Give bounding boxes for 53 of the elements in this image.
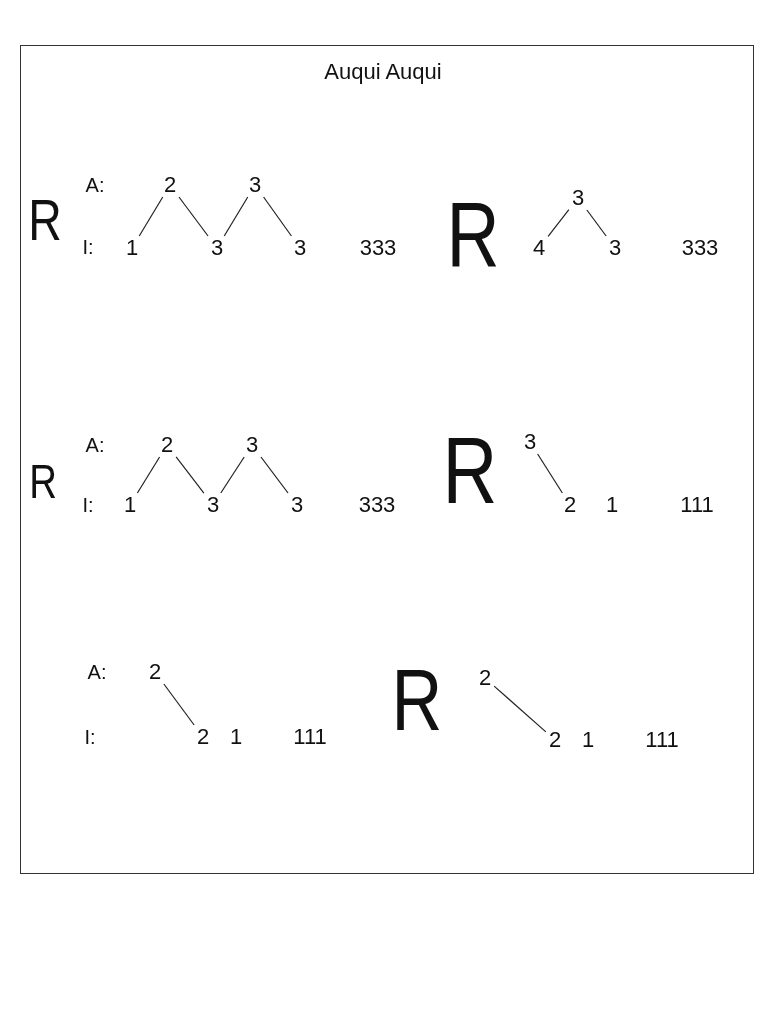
- tone-number: 2: [563, 494, 577, 516]
- association-line: [493, 685, 547, 733]
- row-marker-letter: R: [442, 422, 498, 518]
- tier-label: I:: [84, 727, 96, 747]
- tier-label: 1: [229, 726, 243, 748]
- row-marker-letter: R: [391, 656, 443, 744]
- tone-number: 3: [210, 237, 224, 259]
- tone-number: 3: [571, 187, 585, 209]
- tier-label: I:: [82, 495, 94, 515]
- association-line: [223, 196, 249, 237]
- tone-number: 3: [248, 174, 262, 196]
- tier-label: A:: [87, 662, 107, 682]
- row-marker-letter: R: [29, 458, 57, 506]
- tone-number: 3: [206, 494, 220, 516]
- diagram-title: Auqui Auqui: [324, 59, 442, 85]
- tier-label: 111: [645, 729, 679, 751]
- tone-number: 3: [523, 431, 537, 453]
- tone-number: 3: [245, 434, 259, 456]
- tone-number: 2: [196, 726, 210, 748]
- association-line: [163, 683, 195, 726]
- tier-label: 111: [293, 726, 327, 748]
- association-line: [138, 196, 164, 237]
- tone-number: 2: [163, 174, 177, 196]
- association-line: [178, 196, 209, 237]
- tone-number: 4: [532, 237, 546, 259]
- tone-number: 3: [290, 494, 304, 516]
- association-line: [136, 456, 161, 494]
- association-line: [262, 196, 293, 237]
- tier-label: I:: [82, 237, 94, 257]
- association-line: [547, 209, 570, 237]
- association-line: [220, 456, 245, 494]
- row-marker-letter: R: [28, 191, 62, 249]
- tone-number: 1: [123, 494, 137, 516]
- tone-number: 3: [608, 237, 622, 259]
- tier-label: A:: [85, 175, 105, 195]
- tier-label: 111: [680, 494, 714, 516]
- tone-number: 1: [125, 237, 139, 259]
- tone-number: 2: [478, 667, 492, 689]
- association-line: [537, 453, 563, 494]
- row-marker-letter: R: [446, 189, 500, 281]
- tone-number: 2: [148, 661, 162, 683]
- tone-number: 2: [160, 434, 174, 456]
- tier-label: 1: [581, 729, 595, 751]
- tier-label: 1: [605, 494, 619, 516]
- tier-label: 333: [681, 237, 719, 259]
- association-line: [586, 209, 607, 237]
- tone-number: 2: [548, 729, 562, 751]
- tone-number: 3: [293, 237, 307, 259]
- association-line: [175, 456, 205, 494]
- tier-label: 333: [358, 494, 396, 516]
- tier-label: 333: [359, 237, 397, 259]
- tier-label: A:: [85, 435, 105, 455]
- association-line: [260, 456, 289, 494]
